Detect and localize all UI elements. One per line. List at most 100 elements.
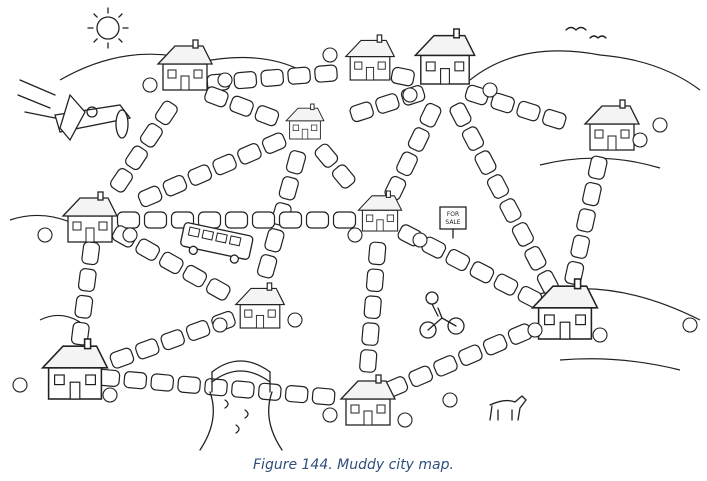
paving-stone: [204, 86, 229, 108]
paving-stone: [251, 211, 276, 229]
paving-stone: [233, 71, 258, 90]
paving-stone: [368, 241, 387, 266]
paving-stone: [237, 143, 262, 165]
paving-stone: [254, 105, 280, 127]
bush: [397, 412, 413, 428]
paving-stone: [445, 248, 471, 272]
bush: [142, 77, 158, 93]
paving-stone: [81, 241, 101, 266]
bush: [12, 377, 28, 393]
paving-stone: [363, 295, 382, 320]
house-top-middle: [344, 34, 396, 81]
paving-stone: [264, 228, 285, 253]
bushes: [12, 47, 698, 428]
for-sale-sign-line1: FOR: [447, 211, 459, 218]
horse-icon: [489, 395, 527, 421]
paving-stone: [433, 355, 458, 377]
bush: [592, 327, 608, 343]
bush: [37, 227, 53, 243]
bush: [322, 407, 338, 423]
paving-stones: [70, 64, 608, 406]
bush: [442, 392, 458, 408]
house-left-middle: [61, 191, 119, 243]
paving-stone: [187, 164, 213, 186]
paving-stone: [396, 151, 418, 177]
paving-stone: [177, 375, 201, 394]
paving-stone: [576, 208, 596, 233]
bush: [412, 232, 428, 248]
paving-stone: [331, 164, 356, 189]
paving-stone: [486, 174, 510, 199]
paving-stone: [332, 211, 357, 229]
paving-stone: [570, 234, 591, 259]
paving-stone: [135, 238, 160, 261]
paving-stone: [490, 92, 515, 114]
paving-stone: [359, 349, 378, 373]
bush: [527, 322, 543, 338]
paving-stone: [137, 185, 163, 208]
paving-stone: [287, 66, 311, 85]
house-center: [357, 190, 403, 232]
bush: [212, 317, 228, 333]
paving-stone: [139, 123, 163, 148]
paving-stone: [469, 261, 495, 284]
birds-icon: [565, 26, 607, 39]
paving-stone: [365, 268, 385, 293]
paving-stone: [123, 371, 148, 390]
house-top-right: [413, 28, 476, 85]
paving-stone: [582, 181, 602, 207]
house-center-top: [285, 103, 325, 140]
house-top-left: [156, 39, 214, 91]
airplane-icon: [17, 79, 132, 142]
paving-stone: [224, 211, 249, 229]
paving-stone: [587, 155, 608, 180]
paving-stone: [260, 68, 285, 87]
bush: [652, 117, 668, 133]
bush: [322, 47, 338, 63]
paving-stone: [74, 294, 94, 319]
bus-icon: [180, 222, 254, 264]
paving-stone: [285, 150, 307, 175]
house-bottom-left: [40, 338, 109, 400]
paving-stone: [212, 153, 237, 176]
figure-caption: Figure 144. Muddy city map.: [253, 457, 454, 473]
paving-stone: [182, 264, 208, 288]
paving-stone: [458, 344, 483, 366]
paving-stone: [408, 365, 433, 388]
paving-stone: [278, 211, 303, 229]
cyclist-icon: [419, 291, 465, 339]
houses: [40, 28, 641, 426]
paving-stone: [278, 176, 299, 201]
paving-stone: [482, 333, 508, 356]
paving-stone: [419, 102, 442, 128]
paving-stone: [135, 338, 160, 360]
bush: [287, 312, 303, 328]
paving-stone: [77, 268, 97, 292]
for-sale-sign-line2: SALE: [445, 219, 460, 226]
muddy-city-map: FOR SALE: [9, 7, 701, 451]
bush: [632, 132, 648, 148]
paving-stone: [204, 378, 228, 397]
paving-stone: [143, 211, 168, 229]
paving-stone: [185, 320, 211, 341]
paving-stone: [493, 273, 519, 296]
paving-stone: [375, 93, 400, 114]
bush: [682, 317, 698, 333]
bush: [347, 227, 363, 243]
paving-stone: [311, 387, 336, 406]
paving-stone: [159, 251, 184, 275]
paving-stone: [361, 322, 380, 346]
paving-stone: [284, 384, 309, 404]
paving-stone: [542, 108, 567, 130]
paving-stone: [499, 198, 522, 223]
paving-stone: [524, 245, 547, 271]
paving-stone: [449, 102, 472, 128]
paving-stone: [305, 211, 330, 229]
paving-stone: [257, 254, 278, 279]
paving-stone: [206, 278, 231, 301]
paving-stone: [511, 222, 534, 247]
bush: [482, 82, 498, 98]
paving-stone: [229, 95, 254, 117]
paving-stone: [349, 101, 374, 123]
paving-stone: [109, 347, 135, 369]
